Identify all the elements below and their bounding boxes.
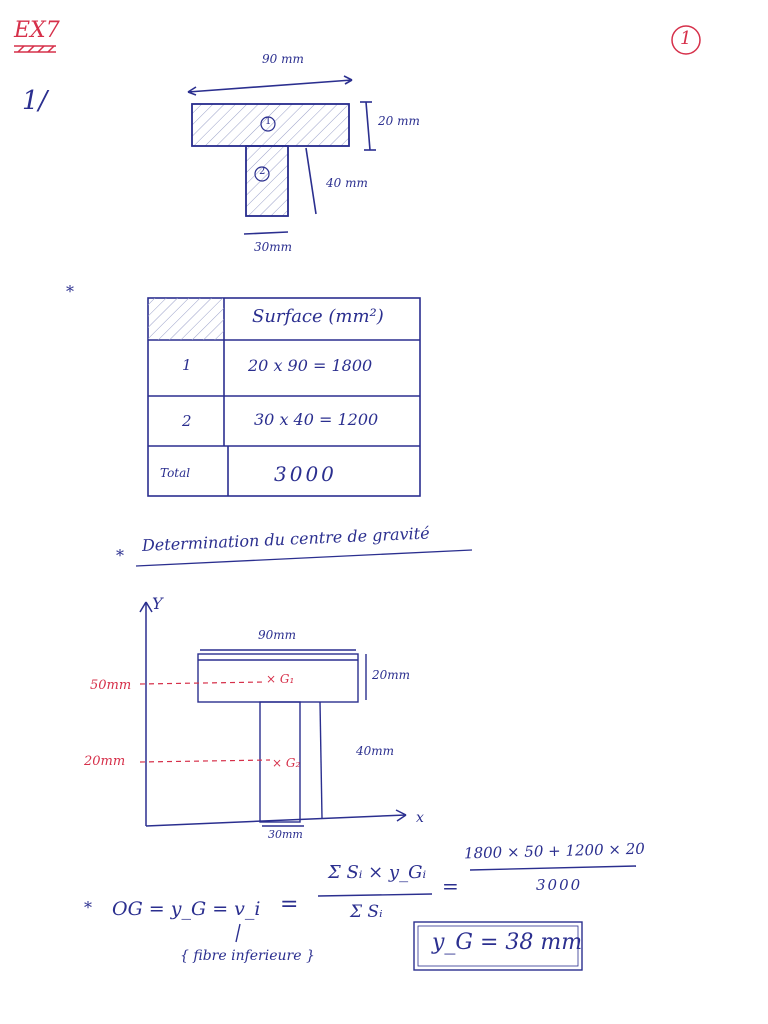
fig1-web-width-label: 30mm (254, 240, 293, 254)
fig1-width-label: 90 mm (262, 52, 304, 66)
formula-result: y_G = 38 mm (432, 930, 583, 955)
table-row-2-id: 2 (182, 412, 192, 430)
fig2-web-width-label: 30mm (268, 828, 303, 841)
table-row-1-value: 20 x 90 = 1800 (248, 356, 373, 375)
table-total-value: 3000 (274, 462, 337, 486)
formula-equals-1: = (280, 892, 299, 917)
page-number-circle (671, 25, 701, 55)
fig2-g2-label: × G₂ (272, 756, 301, 770)
formula-note: { fibre inferieure } (180, 948, 315, 964)
figure2-axes (139, 601, 407, 827)
section2-bullet: * (116, 546, 124, 565)
fig2-x-axis-label: x (416, 810, 424, 826)
fig2-width-label: 90mm (258, 628, 297, 642)
fig2-top-height-label: 20mm (372, 668, 411, 682)
fig2-y2-label: 20mm (84, 754, 126, 769)
fig2-web-height-label: 40mm (356, 744, 395, 758)
formula-numerator: Σ Sᵢ × y_Gᵢ (328, 862, 427, 883)
formula-lines (235, 865, 637, 971)
figure1-t-section (187, 75, 376, 235)
fig1-part1-label: 1 (265, 116, 272, 127)
page-number: 1 (680, 28, 692, 49)
ex7-underline (14, 45, 56, 53)
table-bullet: * (66, 282, 74, 301)
formula-lhs: OG = y_G = v_i (112, 898, 261, 920)
surface-table-grid (147, 297, 421, 497)
figure2-reference-lines (139, 681, 271, 763)
table-header-surface: Surface (mm²) (252, 306, 384, 327)
fig1-part2-label: 2 (259, 166, 266, 177)
fig2-y1-label: 50mm (90, 678, 132, 693)
fig1-top-height-label: 20 mm (378, 114, 420, 128)
part-label: 1/ (22, 86, 48, 116)
table-total-label: Total (160, 466, 191, 480)
fig1-web-height-label: 40 mm (326, 176, 368, 190)
figure2-t-section (197, 649, 367, 827)
exercise-title: EX7 (14, 18, 60, 43)
formula-denominator-value: 3000 (536, 876, 583, 894)
table-row-2-value: 30 x 40 = 1200 (254, 410, 379, 429)
section2-underline (135, 549, 473, 567)
formula-equals-2: = (442, 874, 459, 898)
fig2-y-axis-label: Y (152, 594, 163, 613)
formula-bullet: * (84, 898, 92, 917)
formula-denominator: Σ Sᵢ (350, 902, 383, 922)
fig2-g1-label: × G₁ (266, 672, 295, 686)
table-row-1-id: 1 (182, 356, 192, 374)
